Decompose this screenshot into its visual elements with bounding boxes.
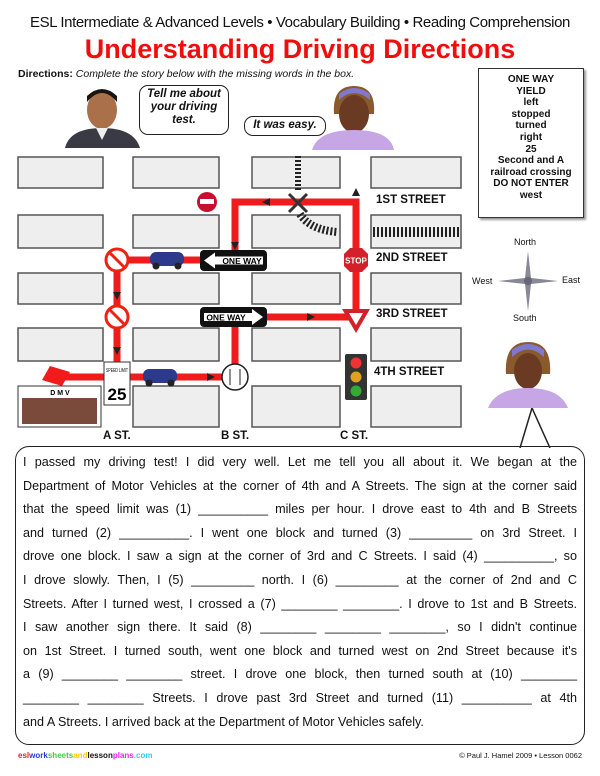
word-box-item: YIELD <box>516 85 546 97</box>
city-block <box>17 156 104 189</box>
story-line: I saw another sign there. It said (8) __… <box>23 620 577 635</box>
story-line: that the speed limit was (1) __________ … <box>23 502 577 517</box>
story-line: I drove slowly. Then, I (5) _________ no… <box>23 572 577 587</box>
car-icon <box>143 369 177 387</box>
word-box-item: railroad crossing <box>490 166 572 178</box>
city-block <box>132 214 220 249</box>
city-block <box>370 327 462 362</box>
do-not-enter-sign-icon <box>197 192 217 212</box>
story-line: and turned (2) __________. I went one bl… <box>23 525 577 540</box>
footer-site: eslworksheetsandlessonplans.com <box>18 751 153 760</box>
svg-text:ONE WAY: ONE WAY <box>206 313 246 323</box>
one-way-right-sign-icon: ONE WAY <box>200 307 267 327</box>
city-block <box>132 327 220 362</box>
story-line: ________ ________ Streets. I drove past … <box>23 690 577 705</box>
word-box-item: ONE WAY <box>507 74 555 85</box>
city-block <box>370 272 462 305</box>
story-line: drove one block. I saw a sign at the cor… <box>23 549 577 564</box>
directions-label: Directions: <box>18 68 73 80</box>
directions: Directions: Complete the story below wit… <box>18 68 354 80</box>
city-block <box>370 385 462 428</box>
street-label-1st: 1ST STREET <box>376 194 446 206</box>
story-line: I passed my driving test! I did very wel… <box>23 455 577 469</box>
dmv-building-icon: D M V <box>17 385 102 428</box>
car-icon <box>150 252 184 270</box>
city-block <box>251 385 341 428</box>
word-box-item: stopped <box>511 108 551 120</box>
no-right-turn-sign-icon <box>104 247 130 273</box>
one-way-left-sign-icon: ONE WAY <box>200 250 267 271</box>
footer-copyright: © Paul J. Hamel 2009 • Lesson 0062 <box>459 751 582 760</box>
street-label-2nd: 2ND STREET <box>376 252 448 264</box>
compass-north: North <box>514 237 537 247</box>
traffic-light-icon <box>345 354 367 400</box>
woman-photo <box>312 86 394 150</box>
man-photo <box>65 89 140 148</box>
direction-arrows <box>113 188 360 381</box>
city-block <box>370 214 462 249</box>
railroad-crossing-sign-icon <box>287 192 309 214</box>
street-label-4th: 4TH STREET <box>374 366 445 378</box>
avenue-label-a: A ST. <box>103 430 131 442</box>
woman-photo-narrator <box>488 342 568 408</box>
railroad-tracks-icon <box>295 156 460 237</box>
svg-text:D M V: D M V <box>50 390 70 397</box>
compass-east: East <box>562 275 581 285</box>
callout-pointer <box>519 408 551 448</box>
city-block <box>132 272 220 305</box>
compass-south: South <box>513 313 537 323</box>
word-box-item: left <box>523 97 539 109</box>
word-box-item: turned <box>515 120 547 132</box>
subtitle: ESL Intermediate & Advanced Levels • Voc… <box>30 14 570 31</box>
city-block <box>132 385 220 428</box>
svg-text:25: 25 <box>108 385 127 404</box>
word-box-item: Second and A <box>497 155 565 167</box>
directions-text: Complete the story below with the missin… <box>75 68 355 80</box>
compass-west: West <box>472 276 493 286</box>
story-line: a (9) ________ ________ street. I drove … <box>23 667 577 682</box>
word-box-item: DO NOT ENTER <box>493 178 569 190</box>
story-line: Department of Motor Vehicles at the corn… <box>23 478 577 493</box>
word-box: ONE WAY YIELD left stopped turned right … <box>478 68 584 218</box>
woman-speech-bubble: It was easy. <box>244 116 326 136</box>
word-box-item: 25 <box>525 143 537 155</box>
story-line: Streets. After I turned west, I crossed … <box>23 596 577 611</box>
svg-text:SPEED LIMIT: SPEED LIMIT <box>106 368 128 374</box>
city-block <box>17 272 104 305</box>
street-map: ONE WAY ONE WAY STOP SPEED LIMIT 25 D M V <box>17 156 462 428</box>
no-left-turn-sign-icon <box>104 304 130 330</box>
page-title: Understanding Driving Directions <box>84 34 516 64</box>
city-block <box>251 214 341 249</box>
word-box-item: right <box>519 131 543 143</box>
svg-text:ONE WAY: ONE WAY <box>222 256 262 266</box>
city-block <box>132 156 220 189</box>
city-block <box>251 327 341 362</box>
avenue-label-c: C ST. <box>340 430 369 442</box>
city-block <box>17 214 104 249</box>
word-box-item: west <box>519 189 543 201</box>
story-box: I passed my driving test! I did very wel… <box>15 446 585 745</box>
speed-limit-sign: SPEED LIMIT 25 <box>103 361 131 406</box>
stop-sign-icon: STOP <box>344 248 368 272</box>
story-line: on 1st Street. I turned south, went one … <box>23 643 577 658</box>
yield-sign-icon <box>342 309 370 333</box>
man-speech-bubble: Tell me about your driving test. <box>139 85 229 135</box>
story-line: and A Streets. I arrived back at the Dep… <box>23 714 424 729</box>
compass-rose-icon <box>498 251 558 311</box>
city-block <box>251 272 341 305</box>
street-label-3rd: 3RD STREET <box>376 308 448 320</box>
city-block <box>17 327 104 362</box>
svg-text:STOP: STOP <box>345 257 367 266</box>
city-block <box>370 156 462 189</box>
two-way-traffic-sign-icon <box>221 363 249 391</box>
avenue-label-b: B ST. <box>221 430 250 442</box>
